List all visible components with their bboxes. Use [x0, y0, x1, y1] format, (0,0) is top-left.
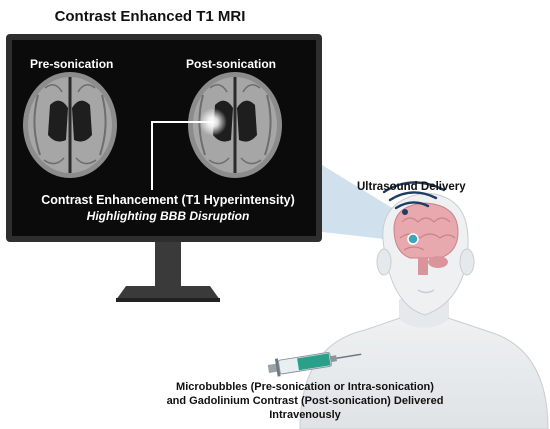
pre-sonication-label: Pre-sonication [30, 57, 114, 71]
ultrasound-wave-icon [382, 181, 446, 210]
patient-brain [393, 202, 459, 275]
transducer-icon [402, 209, 408, 215]
brain-scan-post [188, 72, 282, 178]
monitor-stand [116, 240, 220, 302]
hyperintensity-spot [199, 108, 227, 136]
figure-title: Contrast Enhanced T1 MRI [54, 8, 246, 25]
brain-scan-pre [23, 72, 117, 178]
ultrasound-focus [407, 233, 419, 245]
ultrasound-delivery-label: Ultrasound Delivery [357, 181, 466, 193]
delivery-caption: Microbubbles (Pre-sonication or Intra-so… [90, 380, 520, 422]
delivery-caption-line-3: Intravenously [269, 409, 341, 421]
bbb-disruption-label: Highlighting BBB Disruption [86, 209, 250, 223]
syringe-icon [267, 352, 362, 377]
contrast-enhancement-label: Contrast Enhancement (T1 Hyperintensity) [41, 193, 295, 207]
post-sonication-label: Post-sonication [186, 57, 277, 71]
delivery-caption-line-2: and Gadolinium Contrast (Post-sonication… [166, 395, 444, 407]
delivery-caption-line-1: Microbubbles (Pre-sonication or Intra-so… [176, 381, 434, 393]
callout-line [151, 121, 211, 190]
